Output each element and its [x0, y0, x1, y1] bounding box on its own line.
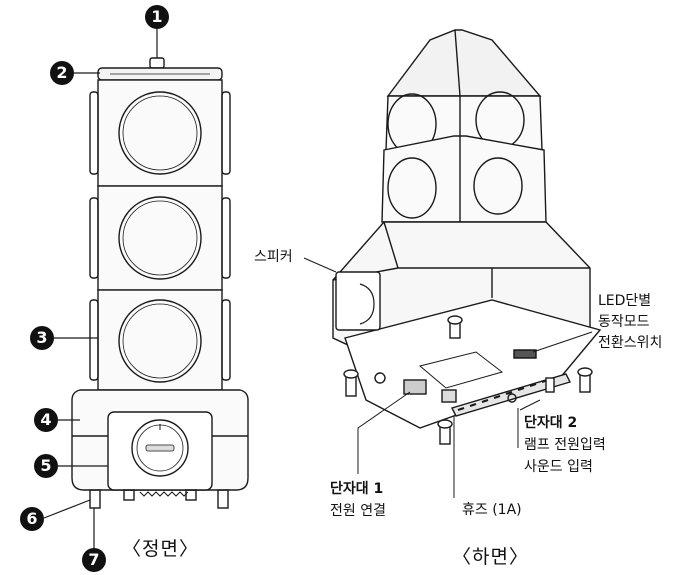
led-switch-label-line-3: 전환스위치 [598, 335, 663, 351]
terminal-1-line: 전원 연결 [330, 503, 386, 519]
terminal-2-title: 단자대 2 [524, 415, 578, 431]
speaker-label: 스피커 [254, 249, 293, 265]
led-switch-label-line-1: LED단별 [598, 293, 652, 309]
marker-6: 6 [20, 507, 44, 531]
terminal-2-line-2: 사운드 입력 [524, 459, 593, 475]
marker-2: 2 [50, 61, 74, 85]
front-tower-drawing [71, 57, 249, 509]
bottom-view-caption: 〈하면〉 [452, 546, 529, 568]
marker-5: 5 [34, 454, 58, 478]
marker-3: 3 [30, 326, 54, 350]
bottom-tower-drawing [332, 29, 602, 445]
bottom-leader-lines [303, 257, 593, 498]
terminal-2-line-1: 램프 전원입력 [524, 437, 606, 453]
led-switch-label-line-2: 동작모드 [598, 314, 650, 330]
terminal-1-title: 단자대 1 [330, 481, 384, 497]
marker-1: 1 [145, 5, 169, 29]
fuse-label: 휴즈 (1A) [462, 502, 522, 518]
marker-4: 4 [34, 408, 58, 432]
marker-7: 7 [82, 548, 106, 572]
front-view-caption: 〈정면〉 [122, 538, 199, 560]
front-leader-lines [43, 28, 158, 550]
